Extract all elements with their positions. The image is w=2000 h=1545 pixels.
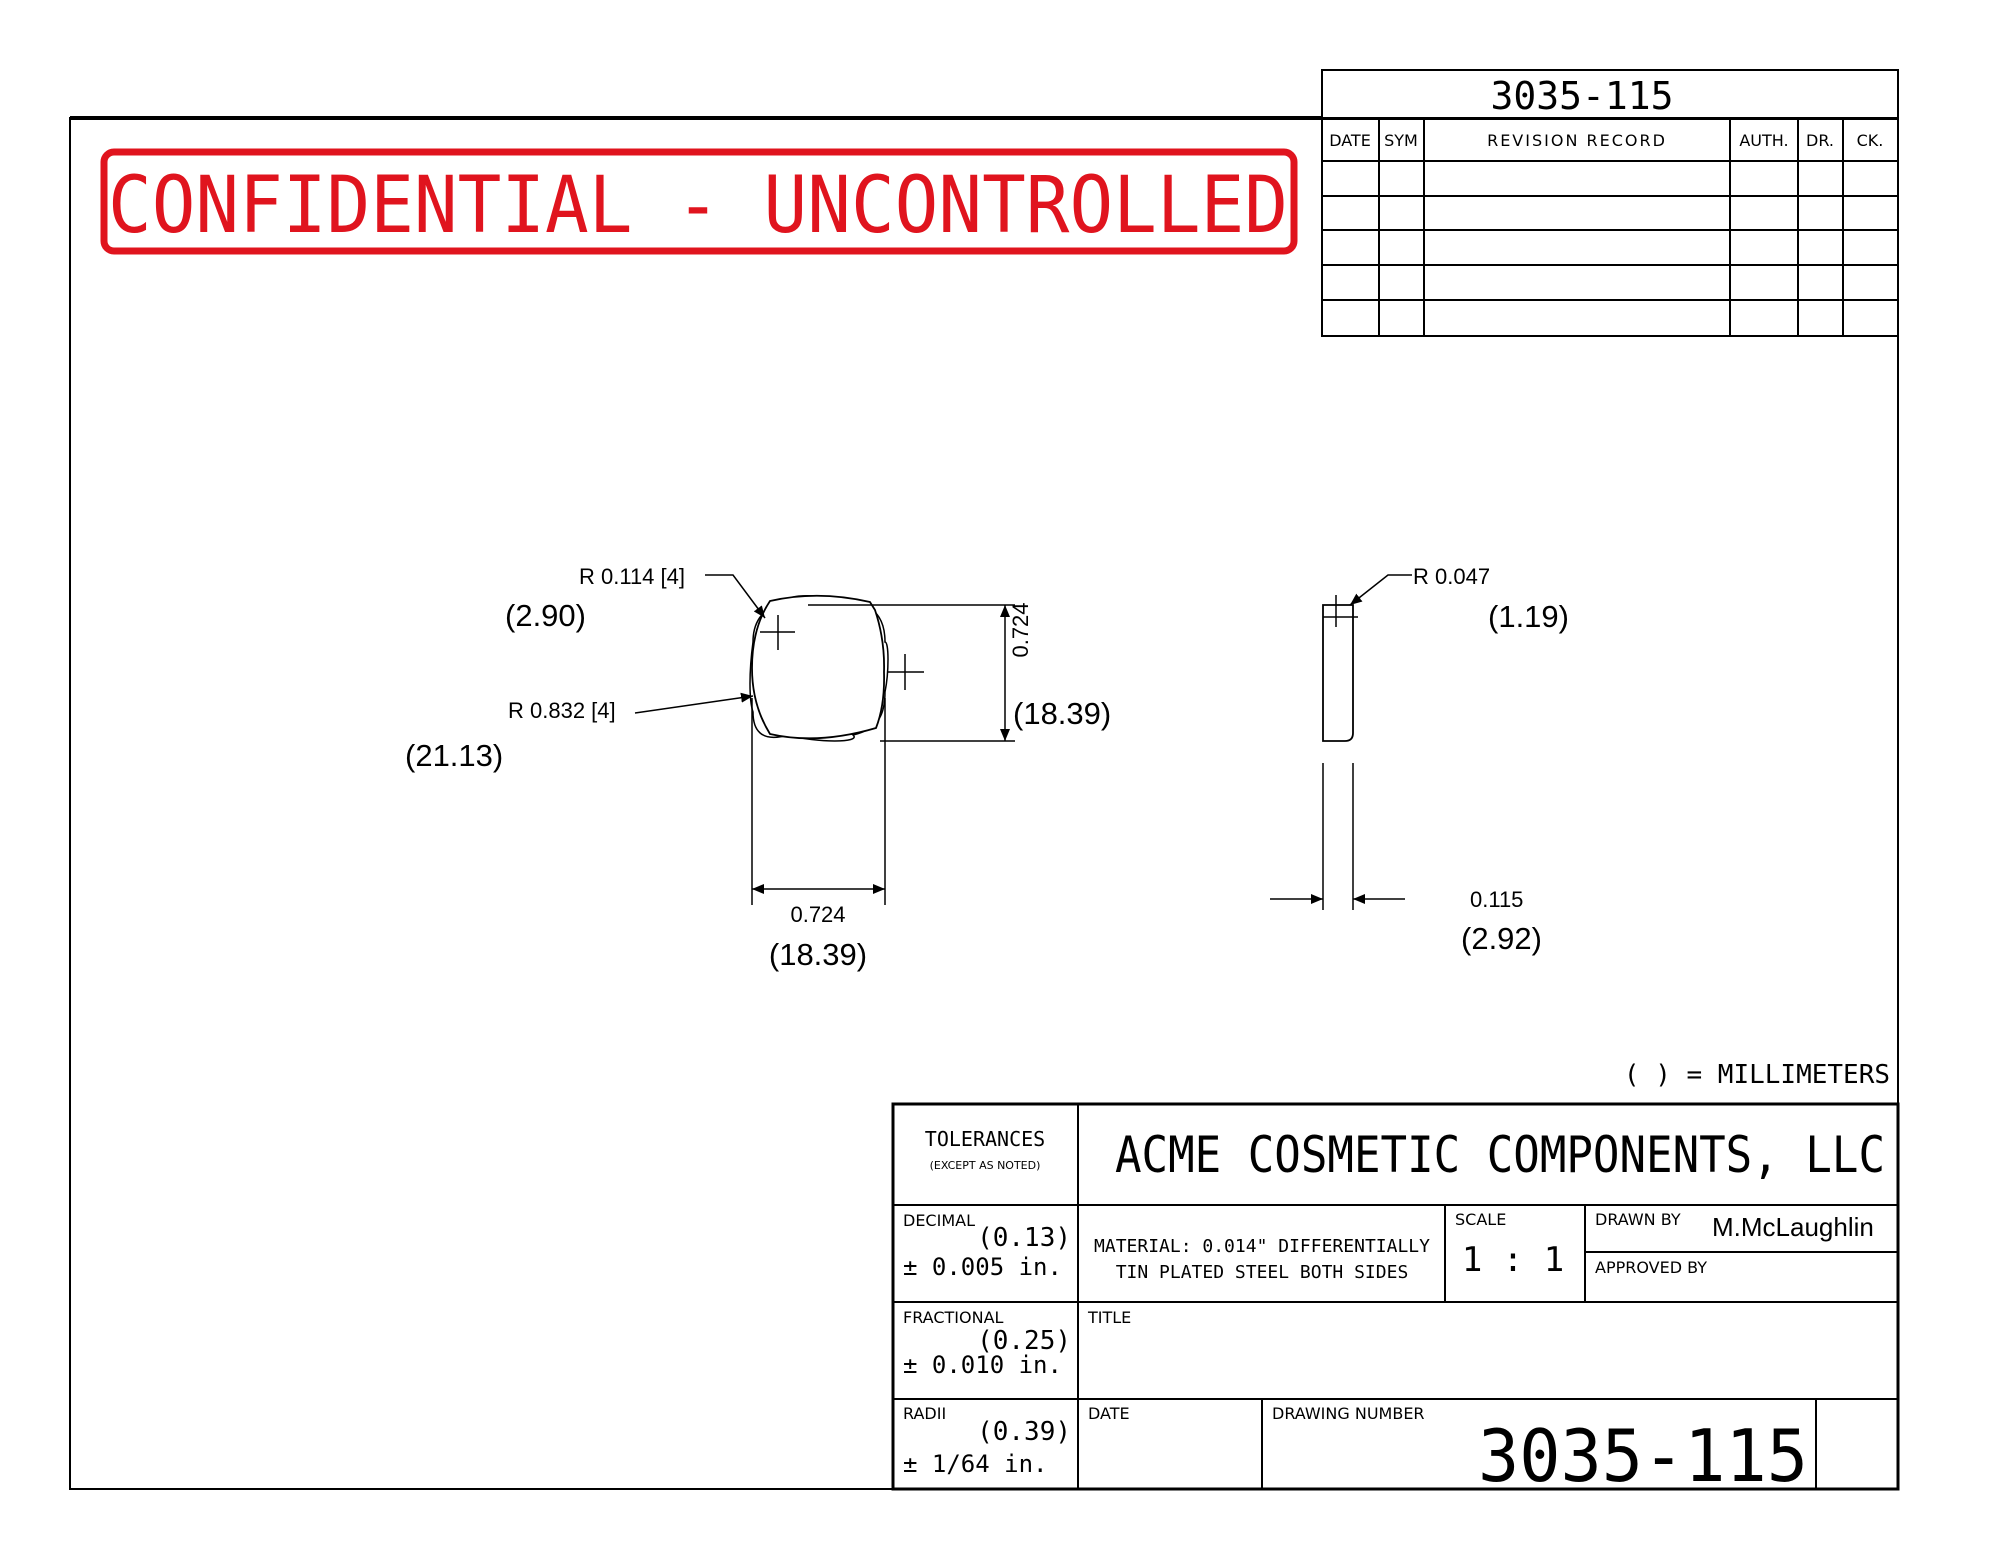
rev-col-ck: CK. [1857, 131, 1884, 150]
fractional-value: ± 0.010 in. [903, 1351, 1062, 1379]
drawing-number-label: DRAWING NUMBER [1272, 1404, 1425, 1423]
rev-col-auth: AUTH. [1739, 131, 1788, 150]
top-drawing-number: 3035-115 [1490, 74, 1673, 118]
date-label: DATE [1088, 1404, 1130, 1423]
width-dim-mm: (18.39) [769, 937, 867, 972]
radii-mm: (0.39) [977, 1417, 1071, 1447]
corner-radius-mm: (2.90) [505, 598, 586, 633]
drawn-by-label: DRAWN BY [1595, 1210, 1681, 1229]
sheet-border [69, 117, 1899, 1490]
front-view [634, 574, 1015, 905]
revision-block [1321, 117, 1899, 337]
thickness-mm: (2.92) [1461, 921, 1542, 956]
rev-col-dr: DR. [1806, 131, 1834, 150]
fractional-mm: (0.25) [977, 1326, 1071, 1356]
thickness-label: 0.115 [1470, 887, 1523, 912]
width-dim-label: 0.724 [790, 902, 845, 927]
material-line-2: TIN PLATED STEEL BOTH SIDES [1116, 1262, 1409, 1283]
radii-value: ± 1/64 in. [903, 1450, 1048, 1478]
scale-value: 1 : 1 [1462, 1240, 1564, 1280]
side-radius-label: R 0.832 [4] [508, 698, 616, 723]
part-outline-side [1322, 604, 1354, 742]
rev-col-sym: SYM [1384, 131, 1418, 150]
company-name: ACME COSMETIC COMPONENTS, LLC [1115, 1126, 1885, 1184]
side-radius-callout: R 0.047 [1413, 564, 1490, 589]
top-drawing-number-box: 3035-115 [1321, 69, 1899, 119]
drawing-number-value: 3035-115 [1478, 1414, 1808, 1498]
scale-label: SCALE [1455, 1210, 1506, 1229]
height-dim-mm: (18.39) [1013, 696, 1111, 731]
radii-label: RADII [903, 1404, 946, 1423]
corner-radius-label: R 0.114 [4] [579, 564, 685, 589]
tolerances-note: (EXCEPT AS NOTED) [930, 1159, 1041, 1172]
confidential-stamp-text: CONFIDENTIAL - UNCONTROLLED [108, 161, 1288, 251]
decimal-mm: (0.13) [977, 1223, 1071, 1253]
side-radius-mm: (21.13) [405, 738, 503, 773]
confidential-stamp: CONFIDENTIAL - UNCONTROLLED [100, 148, 1298, 255]
tolerances-heading: TOLERANCES [925, 1127, 1045, 1151]
title-block [891, 1102, 1900, 1491]
side-view [1270, 574, 1412, 910]
approved-by-label: APPROVED BY [1595, 1258, 1707, 1277]
drawn-by-value: M.McLaughlin [1712, 1212, 1874, 1242]
decimal-value: ± 0.005 in. [903, 1253, 1062, 1281]
material-line-1: MATERIAL: 0.014" DIFFERENTIALLY [1094, 1236, 1430, 1257]
height-dim-label: 0.724 [1008, 602, 1033, 657]
title-label: TITLE [1087, 1308, 1131, 1327]
rev-col-date: DATE [1329, 131, 1371, 150]
decimal-label: DECIMAL [903, 1211, 975, 1230]
fractional-label: FRACTIONAL [903, 1308, 1004, 1327]
rev-col-record: REVISION RECORD [1487, 131, 1667, 150]
units-note: ( ) = MILLIMETERS [1624, 1060, 1890, 1090]
side-radius-callout-mm: (1.19) [1488, 599, 1569, 634]
